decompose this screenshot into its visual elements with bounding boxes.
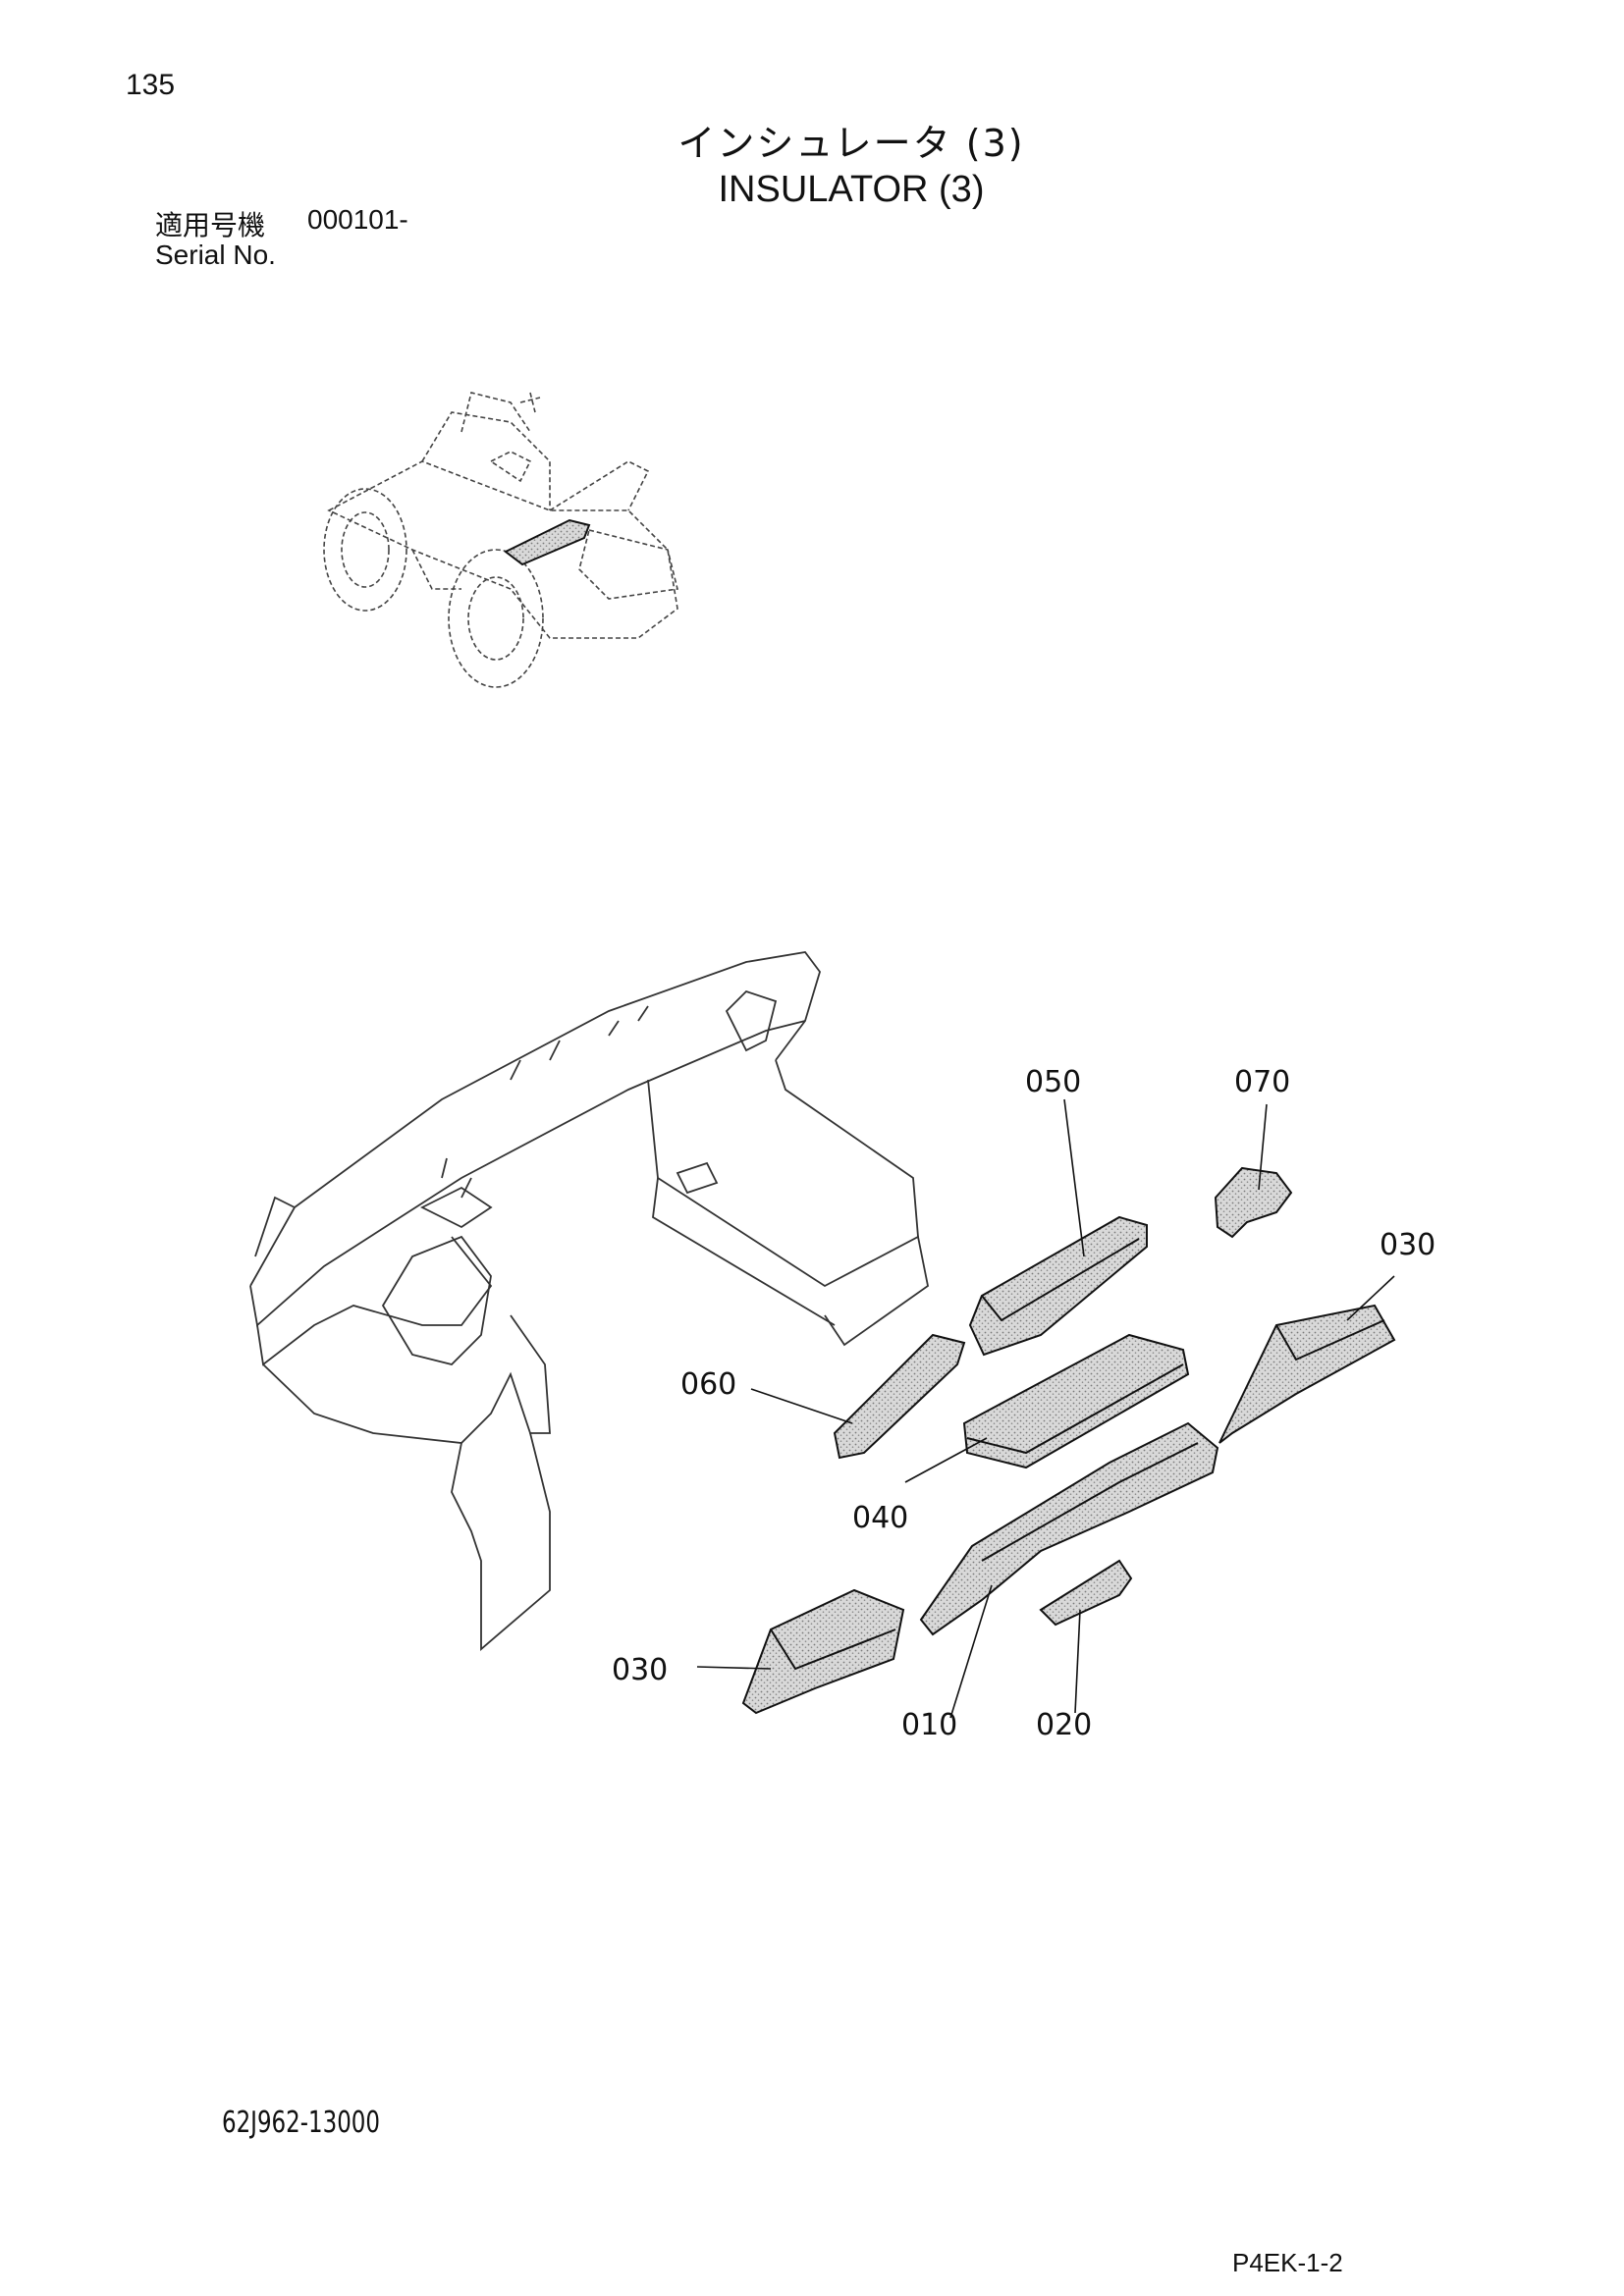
part-020-insulator [1039,1559,1133,1627]
overview-highlight-insulator [504,518,591,566]
leader-lines [696,1098,1395,1719]
callout-030-left: 030 [612,1653,668,1687]
part-030-insulator-right [1218,1304,1396,1444]
callout-050: 050 [1025,1065,1081,1099]
drawing-number: 62J962-13000 [222,2106,380,2140]
frame-structure [249,951,929,1651]
title-english: INSULATOR (3) [718,169,985,210]
callout-040: 040 [852,1501,908,1535]
title-japanese: インシュレータ (3) [677,122,1025,165]
part-010-insulator [919,1421,1219,1636]
part-060-insulator [833,1333,966,1460]
callout-030-right: 030 [1380,1228,1435,1262]
serial-label-english: Serial No. [155,240,276,270]
serial-number-value: 000101- [307,204,408,235]
part-030-insulator-left [741,1588,905,1715]
machine-overview-illustration [323,392,678,688]
part-070-insulator [1214,1166,1293,1239]
callout-060: 060 [680,1367,736,1402]
callout-070: 070 [1234,1065,1290,1099]
page-number: 135 [126,69,176,101]
page-code: P4EK-1-2 [1232,2248,1343,2277]
callout-010: 010 [901,1708,957,1742]
insulator-parts [741,1166,1396,1715]
callout-020: 020 [1036,1708,1092,1742]
part-040-insulator [962,1333,1190,1469]
serial-label-japanese: 適用号機 [155,209,266,241]
